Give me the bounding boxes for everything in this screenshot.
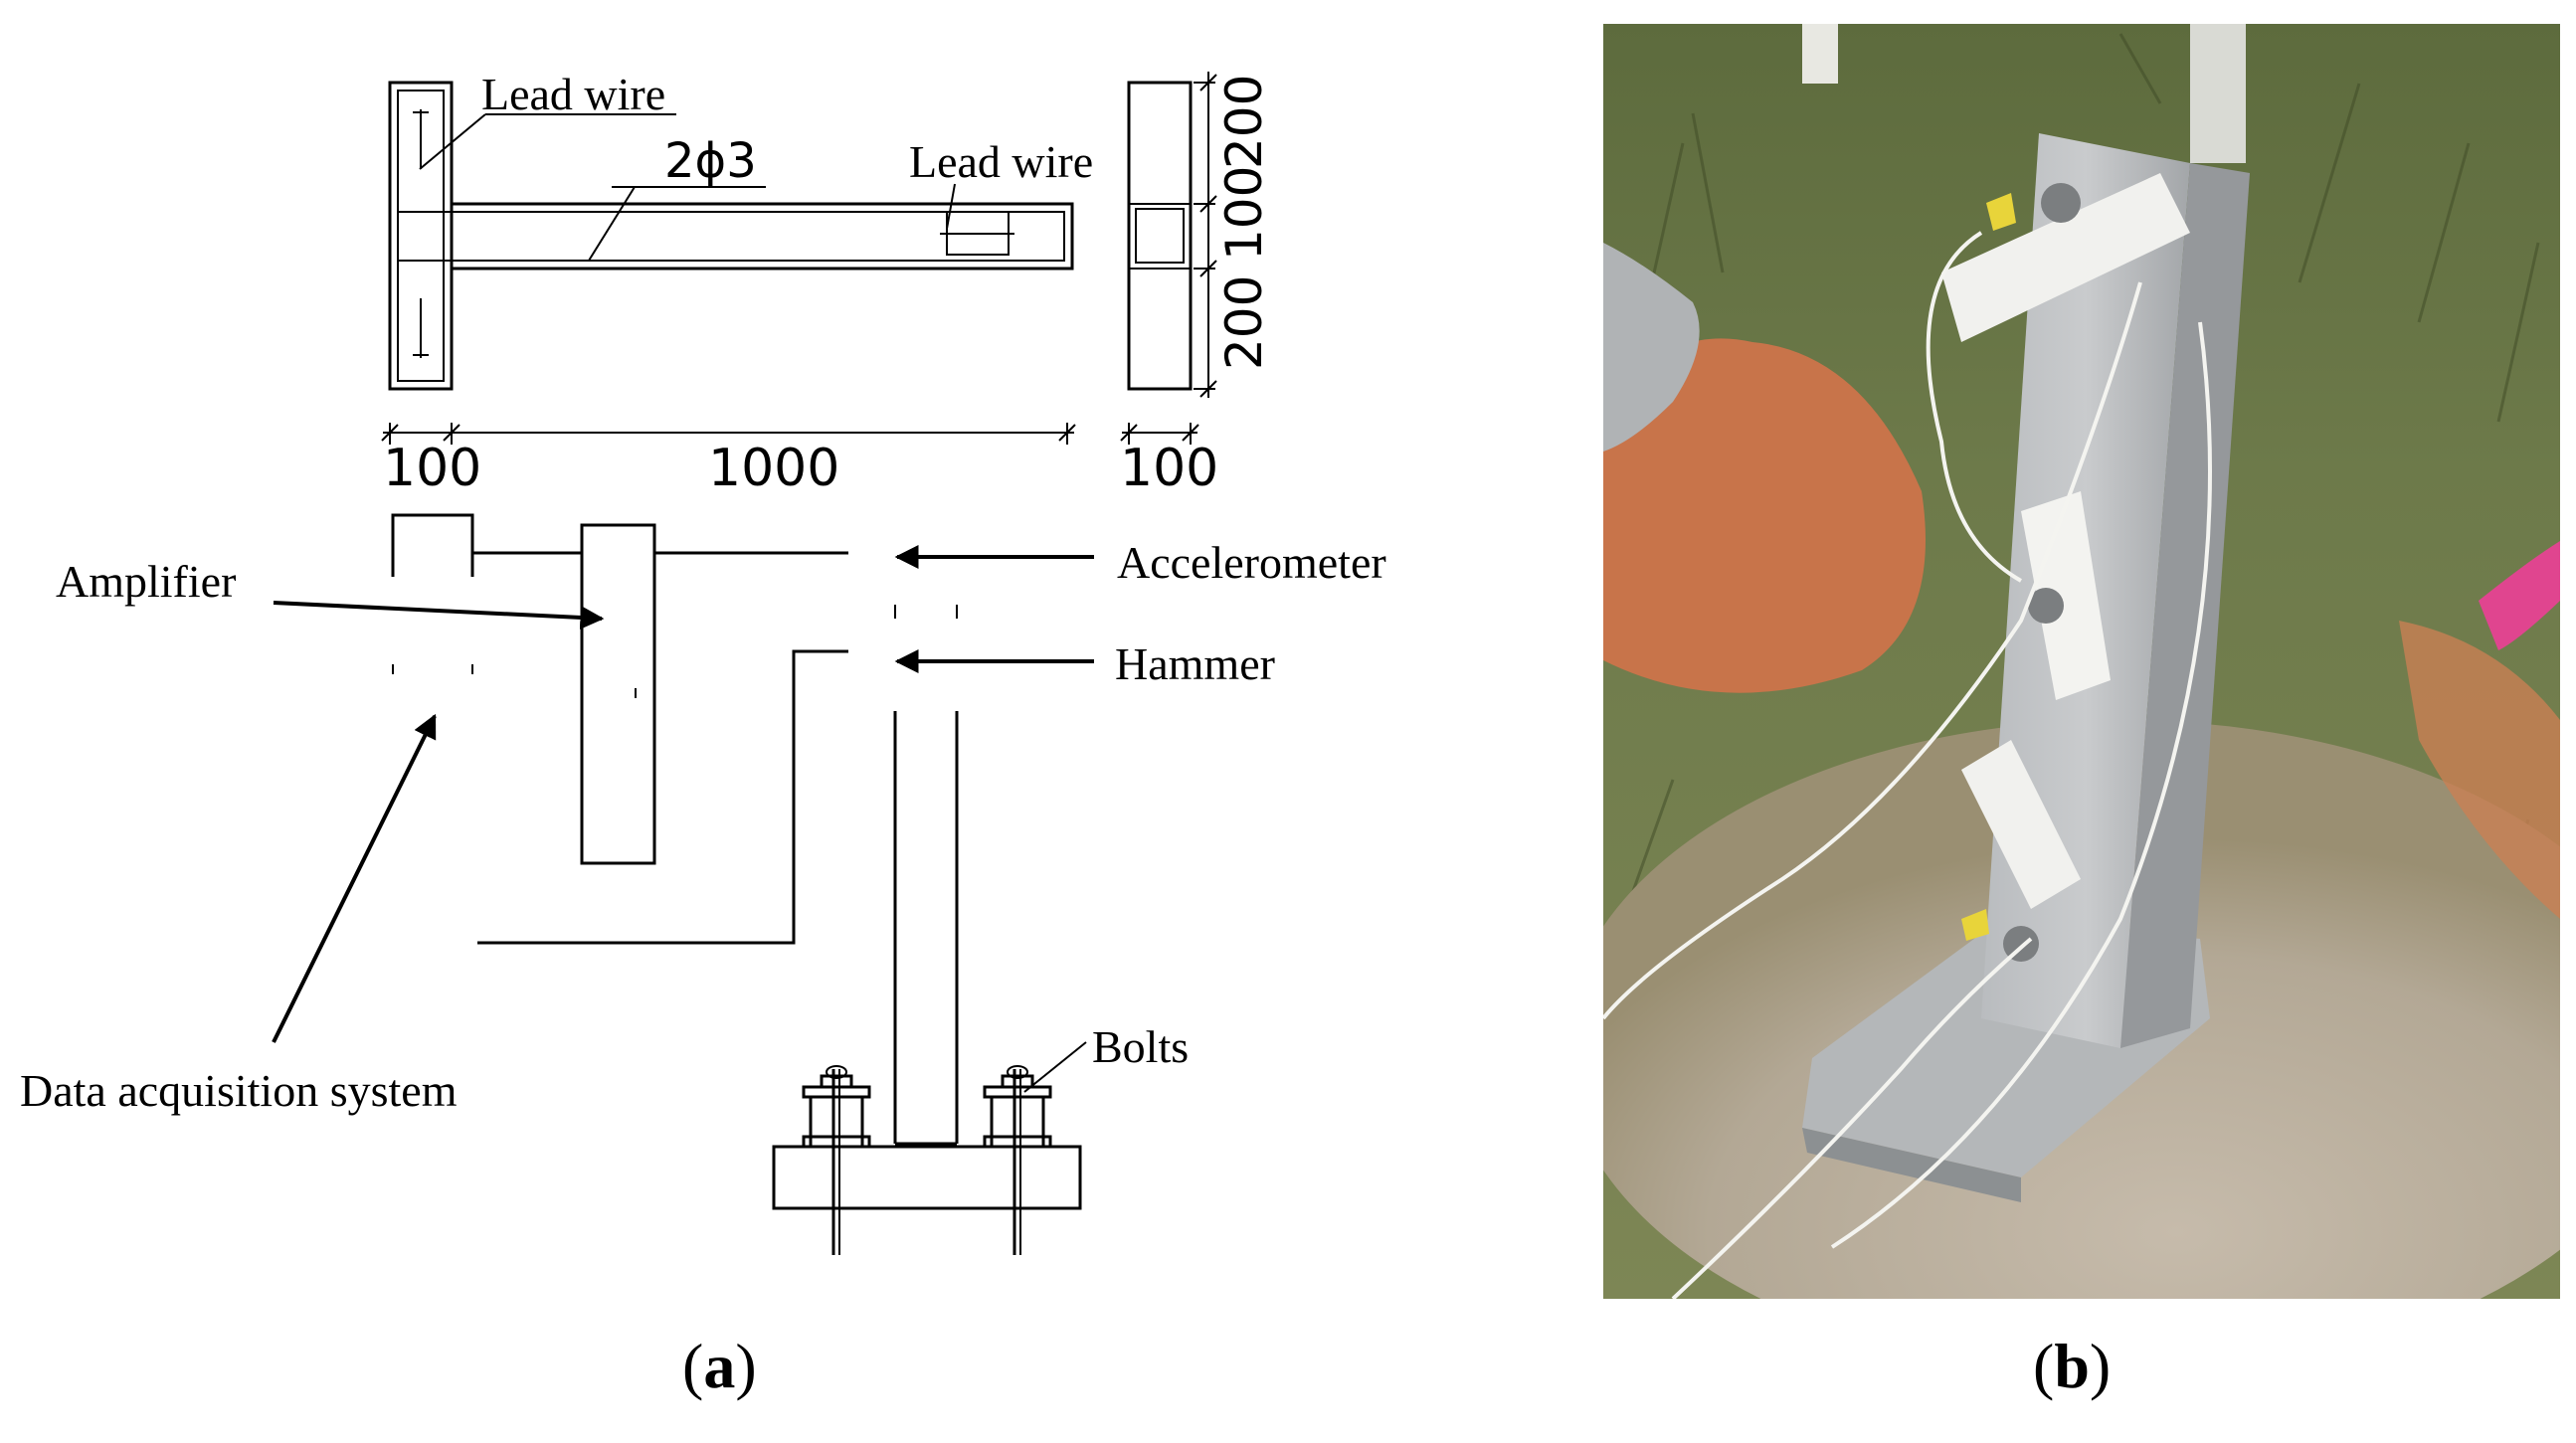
bolt-right [983,1065,1052,1255]
bolt-left [802,1065,871,1255]
bolts-label: Bolts [1092,1021,1189,1072]
dim-flange-width: 100 [383,439,481,498]
test-setup-schematic: Lead wire 2ϕ3 Lead wire 200 100 200 10 [20,69,1386,1255]
accelerometer-label: Accelerometer [1117,537,1386,588]
bolts-leader [1023,1041,1087,1093]
amplifier-arrow [273,601,605,630]
rebar-leader [588,186,636,262]
dim-section-width: 100 [1120,439,1218,498]
horizontal-dimensions [381,423,1199,445]
field-test-photo [1603,24,2560,1299]
amplifier-label: Amplifier [56,556,236,607]
caption-a: (a) [682,1331,757,1401]
lead-wire-right-leader [946,183,956,230]
soil-pile [1603,338,1926,693]
dim-section-top: 200 [1215,75,1273,169]
dim-section-middle: 100 [1215,166,1273,261]
dim-section-bottom: 200 [1215,275,1273,370]
data-acquisition-label: Data acquisition system [20,1065,458,1116]
specimen-cross-section [1127,72,1217,398]
dim-web-length: 1000 [708,439,839,498]
equipment-schematic [391,513,1082,1210]
lead-wire-right-label: Lead wire [909,136,1093,187]
lead-wire-left-label: Lead wire [481,69,665,119]
data-acquisition-arrow [272,713,437,1043]
specimen-plan-view [388,81,1074,391]
hammer-label: Hammer [1115,638,1275,689]
rebar-label: 2ϕ3 [664,133,757,189]
lead-wire-left-leader [419,113,486,170]
caption-b: (b) [2033,1331,2112,1401]
